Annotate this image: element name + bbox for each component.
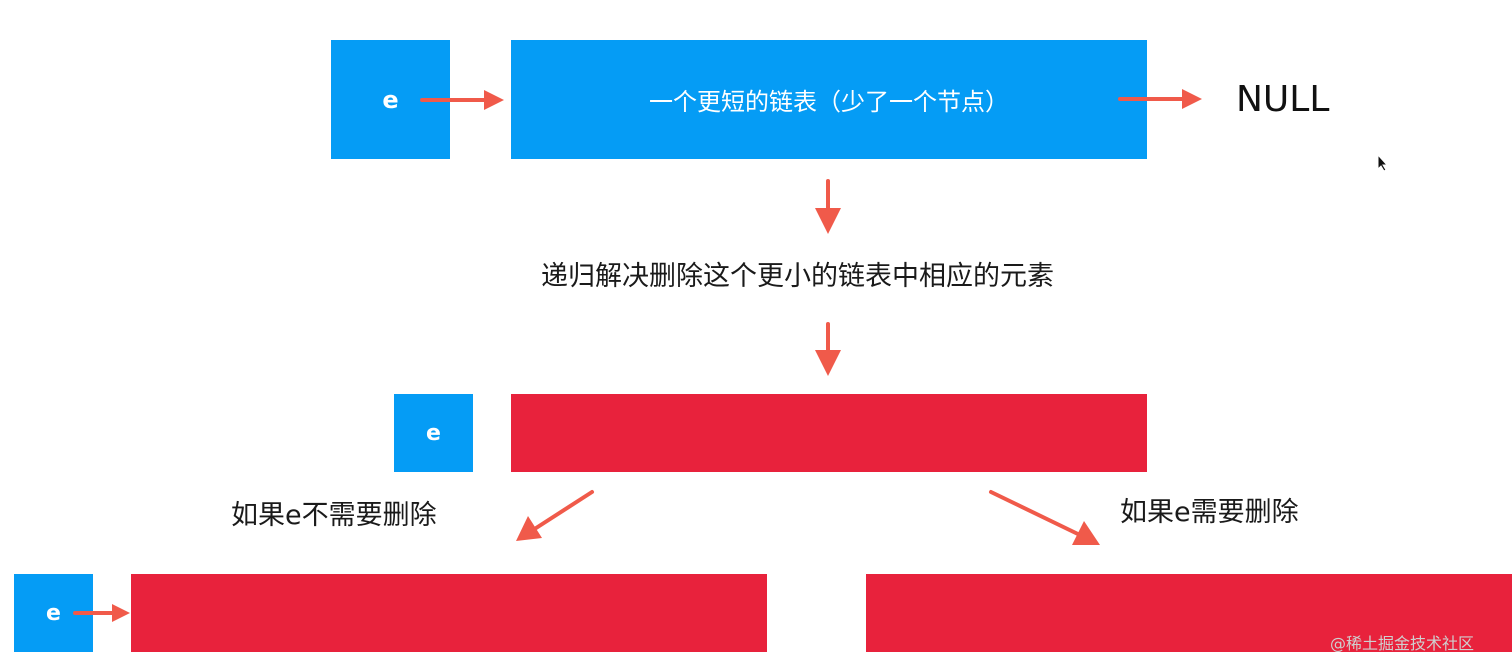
arrow-branch-left (516, 490, 594, 541)
branch-right-caption: 如果e需要删除 (1120, 497, 1299, 528)
watermark: @稀土掘金技术社区 (1330, 634, 1475, 653)
arrow-bottom-e-to-list (73, 604, 130, 622)
bottom-node-e-label: e (46, 600, 61, 626)
arrow-list-to-null (1118, 89, 1202, 109)
step-caption: 递归解决删除这个更小的链表中相应的元素 (541, 261, 1054, 292)
arrow-e-to-list (420, 90, 504, 110)
branch-left-caption: 如果e不需要删除 (231, 500, 437, 531)
arrow-down-2 (815, 322, 841, 376)
middle-node-e-label: e (426, 420, 441, 446)
smaller-list-result-box (511, 394, 1147, 472)
arrow-down-1 (815, 179, 841, 234)
arrow-branch-right (989, 490, 1100, 545)
shorter-list-box: 一个更短的链表（少了一个节点） (511, 40, 1147, 159)
deleted-list-box (866, 574, 1512, 652)
shorter-list-label: 一个更短的链表（少了一个节点） (649, 88, 1009, 116)
mouse-cursor-icon (1377, 154, 1389, 172)
null-label: NULL (1236, 79, 1330, 120)
kept-list-box (131, 574, 767, 652)
middle-node-e-box: e (394, 394, 473, 472)
top-node-e-label: e (382, 85, 399, 114)
